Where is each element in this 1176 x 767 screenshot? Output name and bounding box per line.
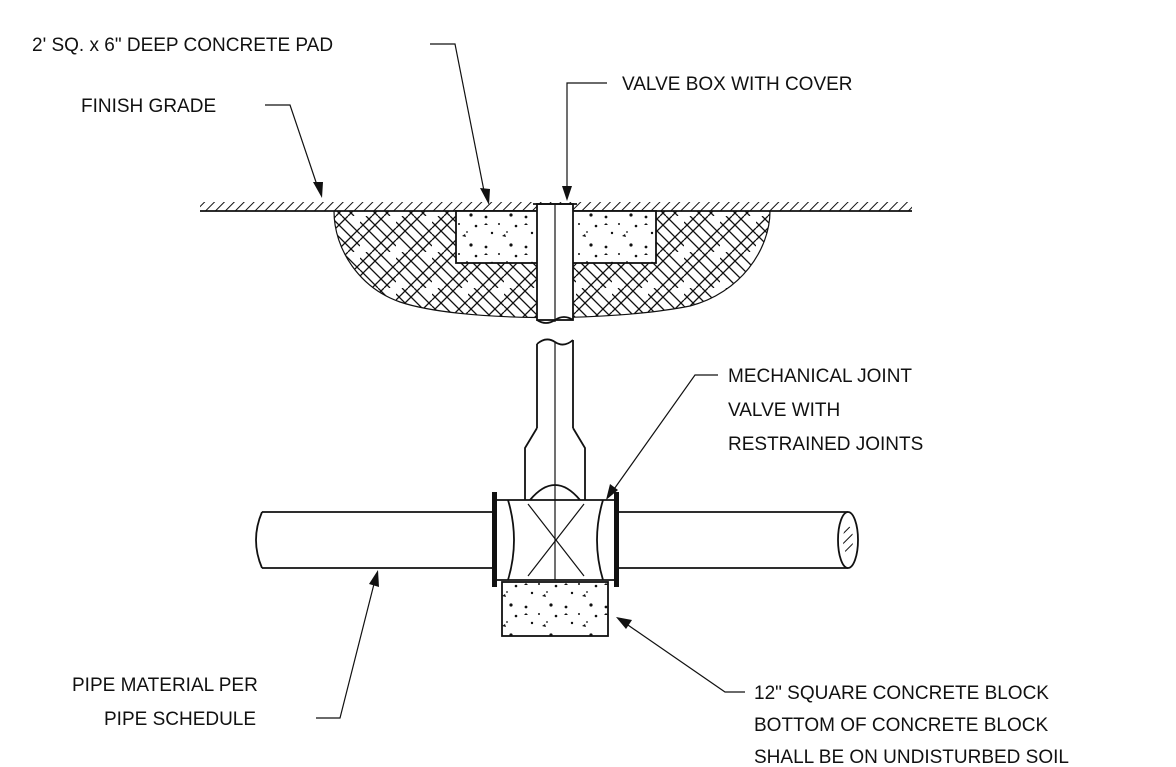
valve-box-upper: [533, 203, 577, 324]
leader-finish-grade: [265, 104, 323, 198]
label-pipe-material-2: PIPE SCHEDULE: [104, 709, 256, 730]
label-concrete-block-2: BOTTOM OF CONCRETE BLOCK: [754, 715, 1049, 736]
label-mech-joint-3: RESTRAINED JOINTS: [728, 434, 923, 455]
label-pipe-material-1: PIPE MATERIAL PER: [72, 675, 258, 696]
leader-concrete-block: [616, 617, 745, 693]
label-concrete-block-1: 12" SQUARE CONCRETE BLOCK: [754, 683, 1049, 704]
pipe-right: [614, 492, 859, 587]
gate-valve: [497, 484, 614, 581]
label-valve-box: VALVE BOX WITH COVER: [622, 74, 853, 95]
valve-box-lower: [524, 338, 586, 500]
label-mech-joint-2: VALVE WITH: [728, 400, 840, 421]
pipe-left: [255, 492, 497, 587]
label-concrete-pad: 2' SQ. x 6" DEEP CONCRETE PAD: [32, 35, 333, 56]
leader-mech-joint: [606, 374, 718, 500]
leader-pipe-material: [316, 570, 379, 719]
label-finish-grade: FINISH GRADE: [81, 96, 216, 117]
leader-valve-box: [562, 82, 607, 201]
label-concrete-block-3: SHALL BE ON UNDISTURBED SOIL: [754, 747, 1069, 767]
leader-concrete-pad: [430, 43, 490, 205]
label-mech-joint-1: MECHANICAL JOINT: [728, 366, 912, 387]
concrete-block: [501, 581, 609, 637]
